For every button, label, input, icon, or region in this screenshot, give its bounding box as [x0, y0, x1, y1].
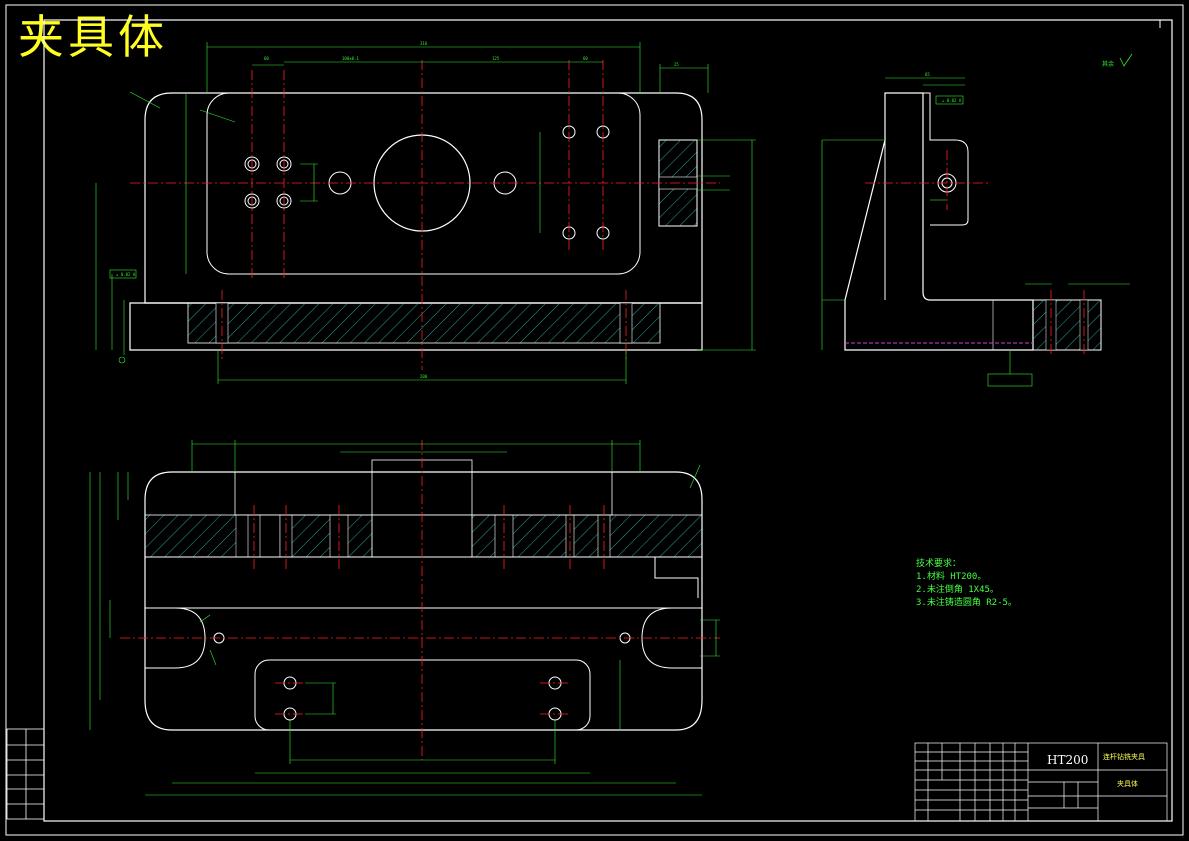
tech-item-2: 2.未注倒角 1X45。: [916, 585, 999, 595]
top-view: [89, 440, 720, 796]
drawing-name-label: 连杆钻铣夹具: [1103, 753, 1145, 761]
svg-text:60: 60: [264, 56, 269, 61]
svg-text:316: 316: [420, 41, 428, 46]
svg-text:65: 65: [925, 72, 930, 77]
svg-text:100±0.1: 100±0.1: [342, 56, 359, 61]
material-label: HT200: [1047, 753, 1089, 767]
tech-heading: 技术要求：: [916, 559, 962, 569]
svg-text:125: 125: [492, 56, 500, 61]
svg-text:25: 25: [674, 62, 679, 67]
tech-item-3: 3.未注铸造圆角 R2-5。: [916, 598, 1017, 608]
side-view: 65 ⟂ 0.02 A 其余: [821, 53, 1133, 387]
svg-text:60: 60: [583, 56, 588, 61]
drawing-title: 夹具体: [18, 10, 168, 64]
svg-text:200: 200: [420, 374, 428, 379]
part-name-label: 夹具体: [1117, 780, 1138, 788]
inner-border: [43, 19, 1173, 822]
front-view: 316 60 100±0.1 125 60 200 25 ⟂ 0.02 A: [95, 41, 756, 384]
svg-text:⟂ 0.02 A: ⟂ 0.02 A: [942, 98, 962, 103]
svg-text:⟂ 0.02 A: ⟂ 0.02 A: [116, 272, 136, 277]
tech-item-1: 1.材料 HT200。: [916, 572, 987, 582]
title-block: [914, 742, 1168, 822]
technical-requirements: 技术要求： 1.材料 HT200。 2.未注倒角 1X45。 3.未注铸造圆角 …: [916, 558, 1017, 610]
outer-border: [5, 4, 1184, 836]
svg-text:其余: 其余: [1102, 60, 1114, 68]
left-strip-table: [6, 728, 45, 820]
